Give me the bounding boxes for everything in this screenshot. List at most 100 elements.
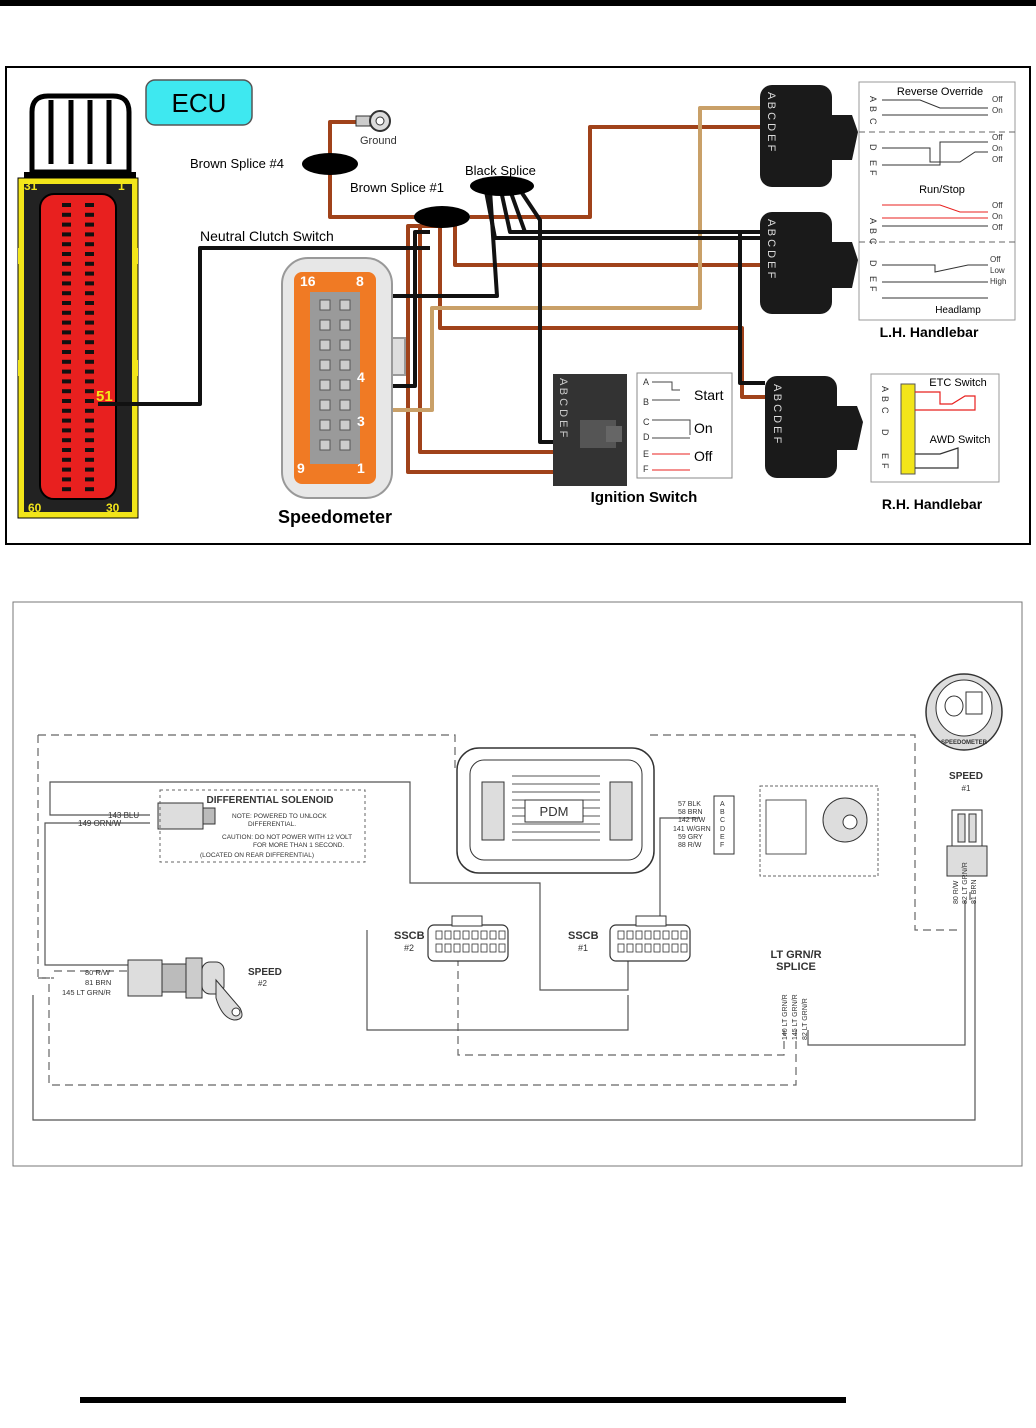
ecu-pin-51: 51 (96, 388, 113, 405)
lh-pins-f: F (868, 170, 878, 176)
ground-terminal (355, 110, 391, 132)
speedo-pin-8: 8 (356, 273, 364, 289)
ignition-start: Start (694, 387, 724, 403)
pdm-module (456, 747, 655, 874)
ecu-pin (62, 369, 71, 374)
speedo-pin-1: 1 (357, 460, 365, 476)
ignition-on: On (694, 420, 713, 436)
ecu-pin (62, 252, 71, 256)
ecu-pin-1: 1 (118, 179, 125, 193)
diff-note-5: (LOCATED ON REAR DIFFERENTIAL) (200, 852, 314, 859)
lh-pins-ab: A (868, 96, 878, 102)
ground-label: Ground (360, 135, 397, 147)
rh-contacts (915, 391, 976, 469)
ign-pin-b: B (643, 397, 649, 407)
speed2-label: SPEED (248, 967, 282, 978)
ecu-pin (85, 418, 94, 423)
hb-letter-d: D (720, 826, 725, 833)
diff-note-3: CAUTION: DO NOT POWER WITH 12 VOLT (222, 834, 352, 841)
rh-terminal-strip (900, 383, 916, 475)
hb-letter-b: B (720, 809, 725, 816)
speed1-wire-1: 80 R/W (953, 880, 960, 904)
lh-low-pin-a: A (868, 218, 878, 224)
handlebar-block (713, 785, 879, 877)
brown-splice-1 (414, 206, 470, 228)
brown-splice-4-label: Brown Splice #4 (190, 156, 284, 171)
run-b-state-3: Off (992, 223, 1003, 232)
ecu-pin (85, 359, 94, 364)
speedo-pin (339, 359, 351, 371)
speed2-wire-3: 145 LT GRN/R (62, 988, 111, 997)
ecu-label-box (145, 79, 253, 126)
etc-switch-label: ETC Switch (929, 377, 986, 389)
speedo-pin-9: 9 (297, 460, 305, 476)
run-b-state-2: On (992, 212, 1003, 221)
hb-wire-2: 58 BRN (678, 809, 703, 816)
black-splice-label: Black Splice (465, 163, 536, 178)
speedometer-title: Speedometer (278, 507, 392, 527)
lh-pins-b: B (868, 106, 878, 112)
sscb-pin (453, 943, 461, 953)
ecu-pin (62, 457, 71, 462)
awd-switch-label: AWD Switch (930, 434, 991, 446)
ecu-pin (85, 242, 94, 247)
ecu-pin (85, 320, 94, 325)
run-stop-label: Run/Stop (919, 184, 965, 196)
ecu-connector (17, 93, 139, 519)
ecu-pin (62, 487, 71, 492)
speedometer-connector (281, 257, 406, 499)
ecu-pin (85, 271, 94, 276)
ignition-switch-connector (553, 374, 627, 486)
ecu-pin (85, 222, 94, 227)
sscb-pin (644, 930, 652, 940)
speedo-pin (319, 439, 331, 451)
sscb-pin (444, 943, 452, 953)
black-splice (470, 176, 534, 196)
sscb1-label: SSCB (568, 930, 599, 942)
hb-letter-a: A (720, 801, 725, 808)
speedo-pin (319, 359, 331, 371)
sscb-pin (680, 943, 688, 953)
splice-wire-1: 140 LT GRN/R (782, 994, 789, 1040)
ecu-pin (62, 222, 71, 227)
ecu-pin (62, 438, 71, 443)
ecu-pin (85, 261, 94, 266)
ecu-pin (85, 457, 94, 462)
ecu-pin (85, 369, 94, 374)
sscb-pin (462, 943, 470, 953)
rh-pin-c: C (880, 407, 890, 414)
sscb-pin (498, 930, 506, 940)
sscb-pin (480, 943, 488, 953)
sscb-pin (462, 930, 470, 940)
sscb-pin (617, 943, 625, 953)
ecu-label: ECU (172, 88, 227, 118)
sscb-pin (453, 930, 461, 940)
speed2-wire-1: 80 R/W (85, 968, 111, 977)
sscb-2-connector (427, 915, 509, 962)
speedometer-badge-label: SPEEDOMETER (941, 740, 988, 746)
speedo-pin (339, 379, 351, 391)
ecu-pin (85, 310, 94, 315)
speedo-pin (339, 419, 351, 431)
ign-pin-d: D (643, 432, 650, 442)
sscb-pin (471, 943, 479, 953)
diff-solenoid-title: DIFFERENTIAL SOLENOID (206, 795, 333, 806)
speed1-wire-2: 82 LT GRN/R (962, 862, 969, 904)
sscb-pin (489, 943, 497, 953)
top-rule (0, 0, 1036, 6)
speedo-pin-16: 16 (300, 273, 316, 289)
headlamp-state-high: High (990, 277, 1006, 286)
diff-note-4: FOR MORE THAN 1 SECOND. (253, 842, 344, 849)
lh-connector-lower (760, 212, 858, 314)
ecu-pin (62, 477, 71, 482)
diff-note-2: DIFFERENTIAL. (248, 821, 296, 828)
ign-pin-f: F (643, 464, 649, 474)
speed2-wire-2: 81 BRN (85, 978, 111, 987)
hb-letter-f: F (720, 842, 724, 849)
ecu-pin (85, 467, 94, 472)
lh-contacts (882, 99, 988, 299)
lh-pins-c: C (868, 118, 878, 125)
ecu-pin (62, 359, 71, 364)
speedometer-badge (925, 673, 1003, 751)
ecu-pin (62, 418, 71, 423)
